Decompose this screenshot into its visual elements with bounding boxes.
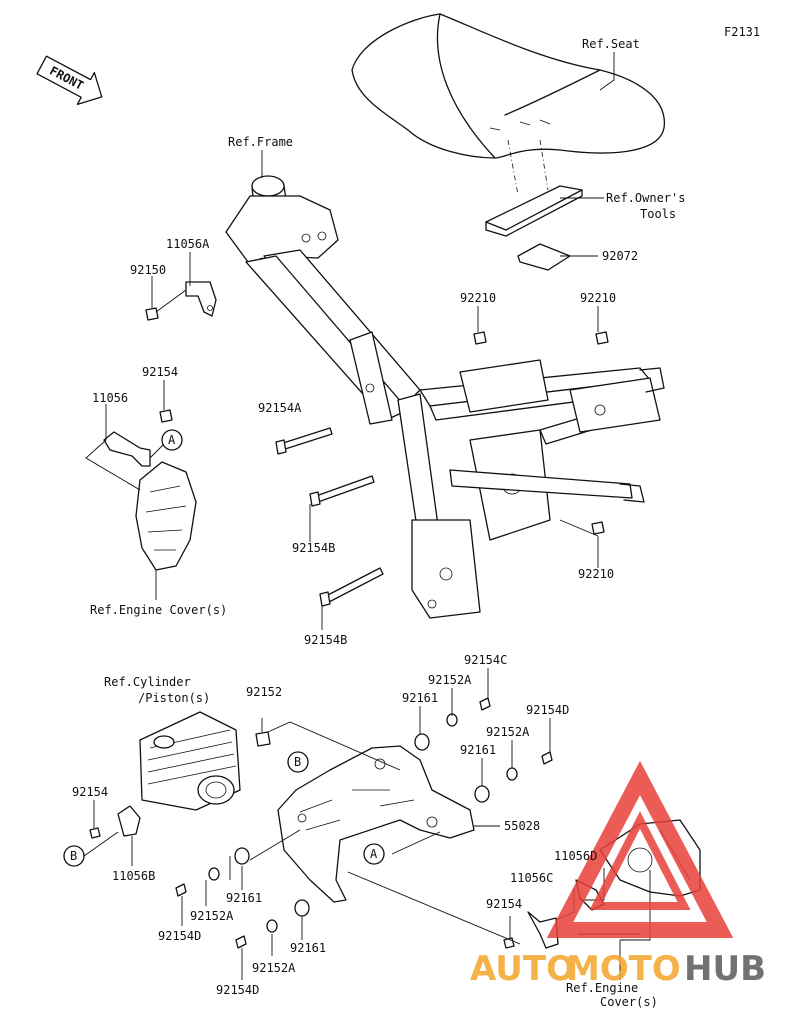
bolt-92154D-3 (235, 935, 247, 949)
part-92210-lower-label: 92210 (578, 567, 614, 581)
automotohub-watermark: AUTO MOTO HUB (470, 760, 766, 989)
ref-engine-cover-top-label: Ref.Engine Cover(s) (90, 603, 227, 617)
svg-text:A: A (168, 433, 176, 447)
front-arrow-icon: FRONT (36, 55, 103, 105)
part-92152A-label-2: 92152A (486, 725, 530, 739)
ref-owners-tools-label-2: Tools (640, 207, 676, 221)
bolt-92154-left (89, 827, 101, 839)
ref-engine-cover-bottom-label-1: Ref.Engine (566, 981, 638, 995)
bolt-92154D-1 (541, 751, 553, 765)
bolt-92154A (275, 427, 333, 455)
part-92210-left-label: 92210 (460, 291, 496, 305)
callout-a-top: A (161, 429, 183, 451)
part-92161-label-1: 92161 (402, 691, 438, 705)
part-92154A-label: 92154A (258, 401, 302, 415)
part-11056-label: 11056 (92, 391, 128, 405)
cylinder-drawing (139, 711, 241, 811)
bracket-55028 (277, 745, 475, 903)
bolt-92154C (479, 697, 491, 711)
owners-tools-drawing (485, 185, 583, 237)
bolt-92150 (145, 289, 187, 321)
part-92152A-label-4: 92152A (252, 961, 296, 975)
callout-b-bracket: B (287, 751, 309, 773)
bracket-11056C (527, 911, 559, 949)
ref-frame-label: Ref.Frame (228, 135, 293, 149)
bolt-92154B-upper (309, 475, 375, 507)
diagram-code: F2131 (724, 25, 760, 39)
nut-92210-lower (591, 521, 605, 535)
part-55028-label: 55028 (504, 819, 540, 833)
part-92152A-label-1: 92152A (428, 673, 472, 687)
engine-cover-upper (135, 461, 197, 571)
watermark-moto: MOTO (566, 949, 681, 989)
bolt-92154D-2 (175, 883, 187, 897)
callout-a-bottom: A (363, 843, 385, 865)
rubber-92161-4 (294, 899, 310, 917)
svg-text:B: B (70, 849, 77, 863)
seat-drawing (351, 13, 665, 196)
part-92154C-label: 92154C (464, 653, 507, 667)
nut-92210-right (595, 331, 609, 345)
rubber-92161-1 (414, 733, 430, 751)
part-11056B-label: 11056B (112, 869, 155, 883)
part-92072-label: 92072 (602, 249, 638, 263)
washer-92152A-3 (208, 867, 220, 881)
strap-92072 (517, 243, 571, 271)
part-92154-top-label: 92154 (142, 365, 178, 379)
frame-drawing (225, 175, 665, 619)
svg-text:A: A (370, 847, 378, 861)
ref-owners-tools-label-1: Ref.Owner's (606, 191, 685, 205)
washer-92152A-4 (266, 919, 278, 933)
ref-cylinder-label-2: /Piston(s) (138, 691, 210, 705)
svg-text:B: B (294, 755, 301, 769)
bracket-11056B (117, 805, 141, 837)
part-92154-right-label: 92154 (486, 897, 522, 911)
nut-92210-left (473, 331, 487, 345)
part-92154D-label-3: 92154D (216, 983, 259, 997)
watermark-auto: AUTO (470, 949, 575, 989)
part-92150-label: 92150 (130, 263, 166, 277)
watermark-hub: HUB (684, 949, 766, 989)
collar-92152 (255, 718, 271, 747)
ref-engine-cover-bottom-label-2: Cover(s) (600, 995, 658, 1009)
part-92154-left-label: 92154 (72, 785, 108, 799)
part-92152-label: 92152 (246, 685, 282, 699)
bolt-92154B-lower (319, 567, 384, 607)
ref-cylinder-label-1: Ref.Cylinder (104, 675, 191, 689)
callout-b-left: B (63, 845, 85, 867)
bracket-11056 (103, 431, 151, 467)
part-92210-right-label: 92210 (580, 291, 616, 305)
part-92161-label-3: 92161 (226, 891, 262, 905)
part-11056D-label: 11056D (554, 849, 597, 863)
part-92161-label-2: 92161 (460, 743, 496, 757)
part-92154B-label-2: 92154B (304, 633, 347, 647)
bolt-92154-top (159, 409, 173, 423)
rubber-92161-2 (474, 785, 490, 803)
part-11056C-label: 11056C (510, 871, 553, 885)
part-92154D-label-1: 92154D (526, 703, 569, 717)
bracket-11056A (185, 281, 217, 317)
part-92154D-label-2: 92154D (158, 929, 201, 943)
rubber-92161-3 (234, 847, 250, 865)
part-92154B-label-1: 92154B (292, 541, 335, 555)
labels: Ref.Seat Ref.Frame Ref.Owner's Tools 920… (72, 37, 685, 1009)
part-92152A-label-3: 92152A (190, 909, 234, 923)
ref-seat-label: Ref.Seat (582, 37, 640, 51)
part-92161-label-4: 92161 (290, 941, 326, 955)
washer-92152A-2 (506, 767, 518, 781)
part-11056A-label: 11056A (166, 237, 210, 251)
